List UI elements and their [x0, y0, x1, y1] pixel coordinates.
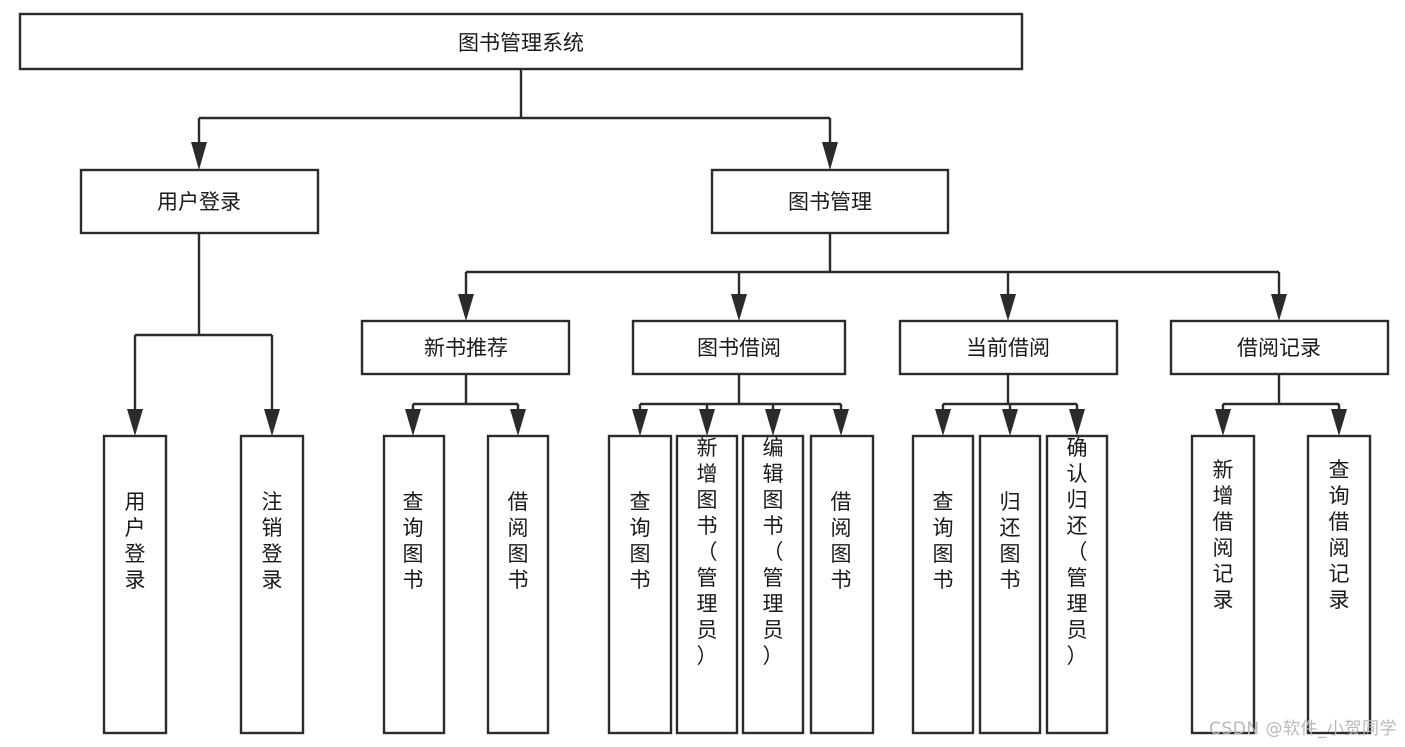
node-current-borrow-box[interactable]	[898, 319, 1119, 376]
arrowhead-leaf-query-record	[1331, 409, 1347, 436]
node-user-login-box[interactable]	[79, 168, 320, 235]
arrowhead-leaf-borrow-book-2	[833, 409, 849, 436]
node-borrow-record[interactable]: 借阅记录	[1169, 319, 1390, 376]
node-leaf-borrow-book-2-label: 借阅图书	[831, 490, 852, 592]
node-leaf-query-record[interactable]: 查询借阅记录	[1306, 434, 1372, 735]
node-leaf-query-book-2-label: 查询图书	[630, 490, 651, 592]
node-leaf-query-book-3-label: 查询图书	[933, 490, 954, 592]
node-leaf-query-book-1[interactable]: 查询图书	[382, 434, 446, 735]
node-leaf-logout-box[interactable]	[239, 434, 305, 735]
node-leaf-borrow-book-2[interactable]: 借阅图书	[809, 434, 875, 735]
node-leaf-return-book[interactable]: 归还图书	[978, 434, 1042, 735]
node-book-management-box[interactable]	[710, 168, 950, 235]
node-leaf-edit-book-label: 编辑图书（管理员）	[763, 436, 784, 668]
node-user-login-label: 用户登录	[157, 190, 241, 214]
arrowhead-book-management	[822, 142, 838, 170]
node-leaf-confirm-return-box[interactable]	[1045, 434, 1109, 735]
node-leaf-edit-book[interactable]: 编辑图书（管理员）	[741, 434, 805, 735]
node-leaf-query-book-1-label: 查询图书	[403, 490, 424, 592]
node-leaf-user-login-label: 用户登录	[125, 490, 146, 592]
node-leaf-return-book-label: 归还图书	[1000, 490, 1021, 592]
node-leaf-borrow-book-1[interactable]: 借阅图书	[486, 434, 550, 735]
node-borrow-record-box[interactable]	[1169, 319, 1390, 376]
arrowhead-leaf-borrow-book-1	[510, 409, 526, 436]
arrowhead-leaf-logout	[264, 409, 280, 436]
node-leaf-return-book-box[interactable]	[978, 434, 1042, 735]
arrowhead-leaf-add-record	[1215, 409, 1231, 436]
node-book-borrow-box[interactable]	[631, 319, 847, 376]
arrowhead-leaf-add-book	[699, 409, 715, 436]
node-leaf-add-book-label: 新增图书（管理员）	[697, 436, 718, 668]
arrowhead-leaf-confirm-return	[1069, 409, 1085, 436]
arrowhead-borrow-record	[1271, 294, 1287, 321]
node-current-borrow[interactable]: 当前借阅	[898, 319, 1119, 376]
node-leaf-query-book-1-box[interactable]	[382, 434, 446, 735]
node-leaf-add-book-box[interactable]	[675, 434, 739, 735]
node-leaf-user-login[interactable]: 用户登录	[102, 434, 168, 735]
node-leaf-edit-book-box[interactable]	[741, 434, 805, 735]
node-new-book-recommend-box[interactable]	[360, 319, 571, 376]
node-leaf-confirm-return-label: 确认归还（管理员）	[1067, 436, 1088, 668]
node-leaf-borrow-book-1-box[interactable]	[486, 434, 550, 735]
arrowhead-user-login	[191, 142, 207, 170]
arrowhead-leaf-query-book-2	[632, 409, 648, 436]
arrowhead-leaf-query-book-1	[405, 409, 421, 436]
node-root-box[interactable]	[18, 12, 1024, 71]
node-leaf-query-record-box[interactable]	[1306, 434, 1372, 735]
node-leaf-query-book-3-box[interactable]	[911, 434, 975, 735]
arrowhead-book-borrow	[731, 294, 747, 321]
arrowhead-leaf-return-book	[1002, 409, 1018, 436]
arrowhead-current-borrow	[1000, 294, 1016, 321]
arrowhead-leaf-user-login	[127, 409, 143, 436]
node-new-book-recommend[interactable]: 新书推荐	[360, 319, 571, 376]
node-root[interactable]: 图书管理系统	[18, 12, 1024, 71]
node-leaf-query-book-2[interactable]: 查询图书	[607, 434, 673, 735]
node-current-borrow-label: 当前借阅	[966, 336, 1050, 360]
node-leaf-borrow-book-2-box[interactable]	[809, 434, 875, 735]
node-leaf-user-login-box[interactable]	[102, 434, 168, 735]
node-leaf-logout-label: 注销登录	[262, 490, 283, 592]
node-leaf-add-record-label: 新增借阅记录	[1213, 458, 1234, 612]
node-leaf-confirm-return[interactable]: 确认归还（管理员）	[1045, 434, 1109, 735]
node-leaf-add-book[interactable]: 新增图书（管理员）	[675, 434, 739, 735]
node-book-borrow-label: 图书借阅	[697, 336, 781, 360]
node-new-book-recommend-label: 新书推荐	[424, 336, 508, 360]
node-book-management-label: 图书管理	[788, 190, 872, 214]
node-leaf-query-book-2-box[interactable]	[607, 434, 673, 735]
node-book-borrow[interactable]: 图书借阅	[631, 319, 847, 376]
arrowhead-new-book-recommend	[458, 294, 474, 321]
connector-layer	[127, 69, 1347, 436]
node-leaf-query-book-3[interactable]: 查询图书	[911, 434, 975, 735]
node-leaf-logout[interactable]: 注销登录	[239, 434, 305, 735]
node-root-label: 图书管理系统	[458, 31, 584, 55]
arrowhead-leaf-edit-book	[765, 409, 781, 436]
node-borrow-record-label: 借阅记录	[1237, 336, 1321, 360]
node-book-management[interactable]: 图书管理	[710, 168, 950, 235]
node-leaf-add-record-box[interactable]	[1190, 434, 1256, 735]
arrowhead-leaf-query-book-3	[935, 409, 951, 436]
node-leaf-borrow-book-1-label: 借阅图书	[508, 490, 529, 592]
node-leaf-query-record-label: 查询借阅记录	[1329, 458, 1350, 612]
node-leaf-add-record[interactable]: 新增借阅记录	[1190, 434, 1256, 735]
node-user-login[interactable]: 用户登录	[79, 168, 320, 235]
